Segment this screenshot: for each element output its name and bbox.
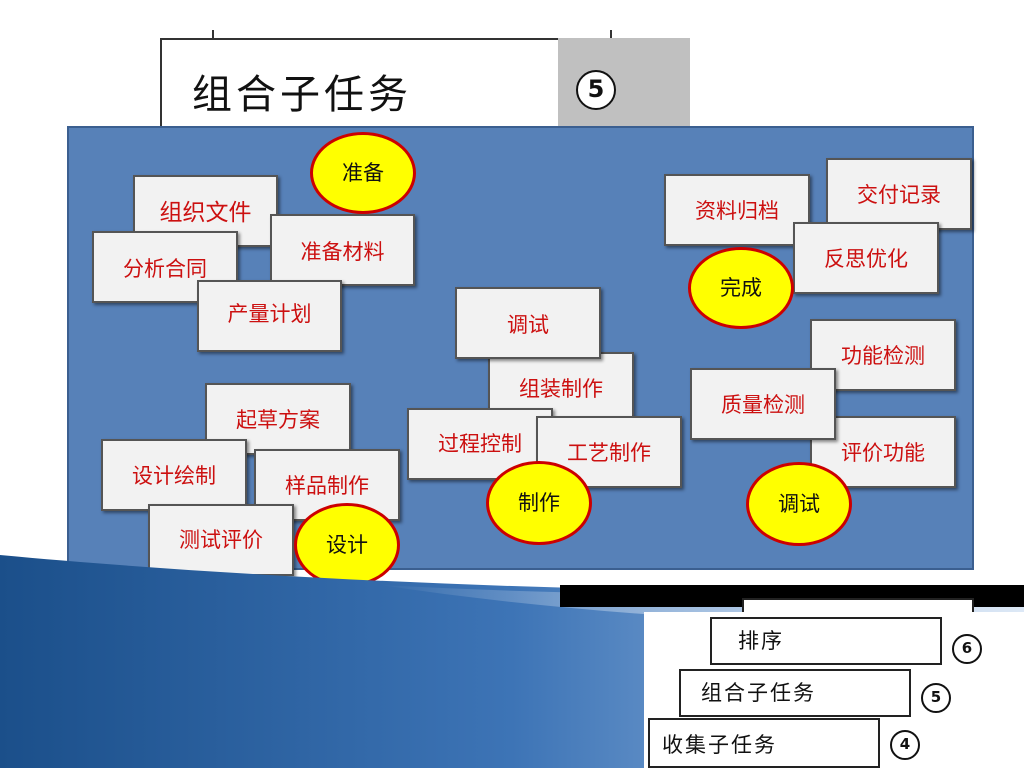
task-card: 准备材料 <box>270 214 415 286</box>
page-title: 组合子任务 <box>160 38 560 128</box>
stack-step-label: 组合子任务 <box>679 669 911 717</box>
task-card: 交付记录 <box>826 158 972 230</box>
task-card: 测试评价 <box>148 504 294 576</box>
stage-oval: 制作 <box>486 461 592 545</box>
task-card: 起草方案 <box>205 383 351 455</box>
stack-step-number: 4 <box>890 730 920 760</box>
stage-oval: 准备 <box>310 132 416 214</box>
task-card: 设计绘制 <box>101 439 247 511</box>
stage-oval: 调试 <box>746 462 852 546</box>
stack-step-label: 排序 <box>710 617 942 665</box>
task-card: 质量检测 <box>690 368 836 440</box>
step-number-badge: 5 <box>576 70 616 110</box>
stage-oval: 完成 <box>688 247 794 329</box>
task-card: 反思优化 <box>793 222 939 294</box>
stack-step-label: 收集子任务 <box>648 718 880 768</box>
stack-step-number: 6 <box>952 634 982 664</box>
task-card: 产量计划 <box>197 280 342 352</box>
task-card: 资料归档 <box>664 174 810 246</box>
stack-step-number: 5 <box>921 683 951 713</box>
task-card: 调试 <box>455 287 601 359</box>
